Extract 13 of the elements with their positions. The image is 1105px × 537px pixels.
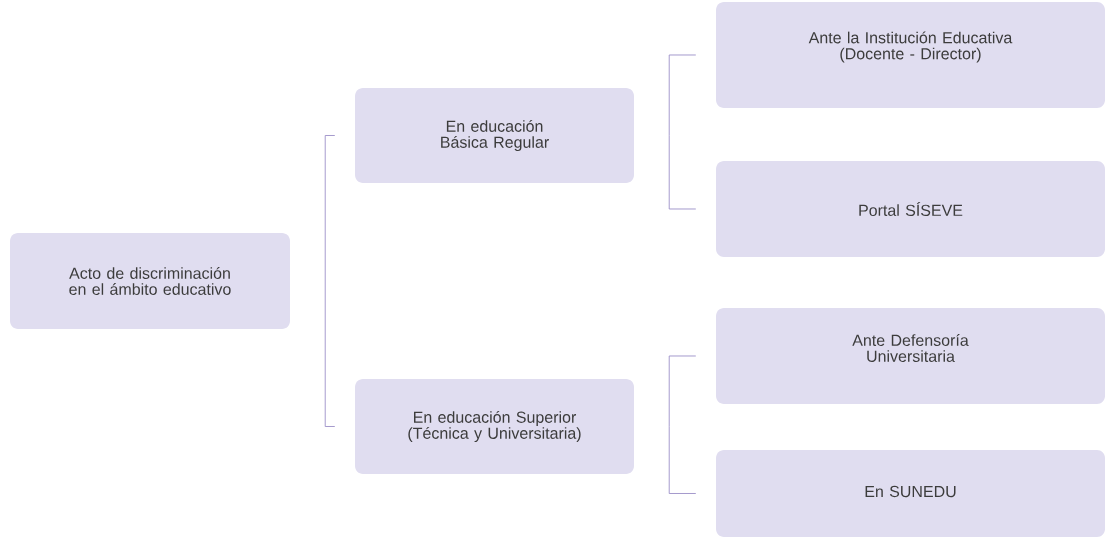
process-box: Portal SÍSEVE bbox=[716, 161, 1105, 257]
bracket-line bbox=[668, 54, 697, 136]
bracket-line bbox=[668, 135, 697, 210]
process-box: Acto de discriminación en el ámbito educativo bbox=[10, 233, 290, 329]
process-box: Ante Defensoría Universitaria bbox=[716, 308, 1105, 404]
bracket-line bbox=[324, 280, 336, 427]
process-box: En educación Superior (Técnica y Universitaria) bbox=[355, 379, 634, 474]
process-box: En SUNEDU bbox=[716, 450, 1105, 537]
bracket-line bbox=[668, 355, 697, 427]
process-box: Ante la Institución Educativa (Docente - Director) bbox=[716, 2, 1105, 108]
bracket-line bbox=[668, 426, 697, 494]
bracket-line bbox=[324, 135, 336, 282]
process-box: En educación Básica Regular bbox=[355, 88, 634, 183]
